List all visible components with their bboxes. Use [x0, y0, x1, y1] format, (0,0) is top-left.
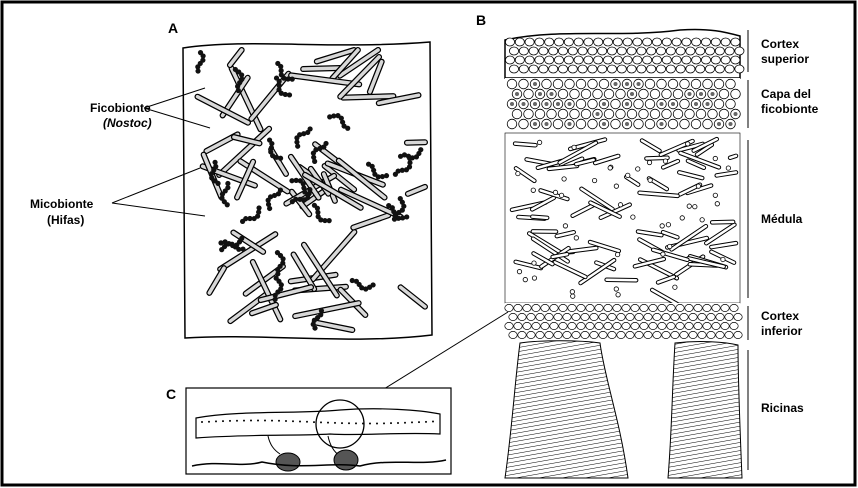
panel-label-c: C: [166, 386, 176, 402]
label-ricinas: Ricinas: [761, 401, 804, 415]
label-capa-ficobionte-1: Capa del: [761, 87, 811, 101]
rhizine-tuft-left: [276, 453, 300, 471]
label-cortex-inferior-1: Cortex: [761, 309, 799, 323]
rhizine-right: [668, 342, 742, 478]
panel-label-b: B: [476, 12, 486, 28]
rhizine-tuft-right: [334, 450, 358, 470]
label-cortex-superior-1: Cortex: [761, 37, 799, 51]
photobiont-layer-cells: [507, 79, 740, 129]
panel-c-illustration: [186, 388, 451, 474]
label-hifas: (Hifas): [47, 213, 84, 227]
panel-a-illustration: [183, 42, 432, 339]
label-cortex-superior-2: superior: [761, 52, 809, 66]
label-micobionte: Micobionte: [30, 197, 94, 211]
label-cortex-inferior-2: inferior: [761, 324, 803, 338]
label-capa-ficobionte-2: ficobionte: [761, 102, 819, 116]
label-medula: Médula: [761, 212, 803, 226]
label-nostoc: (Nostoc): [103, 116, 152, 130]
panel-label-a: A: [168, 20, 178, 36]
label-ficobionte: Ficobionte: [90, 101, 151, 115]
